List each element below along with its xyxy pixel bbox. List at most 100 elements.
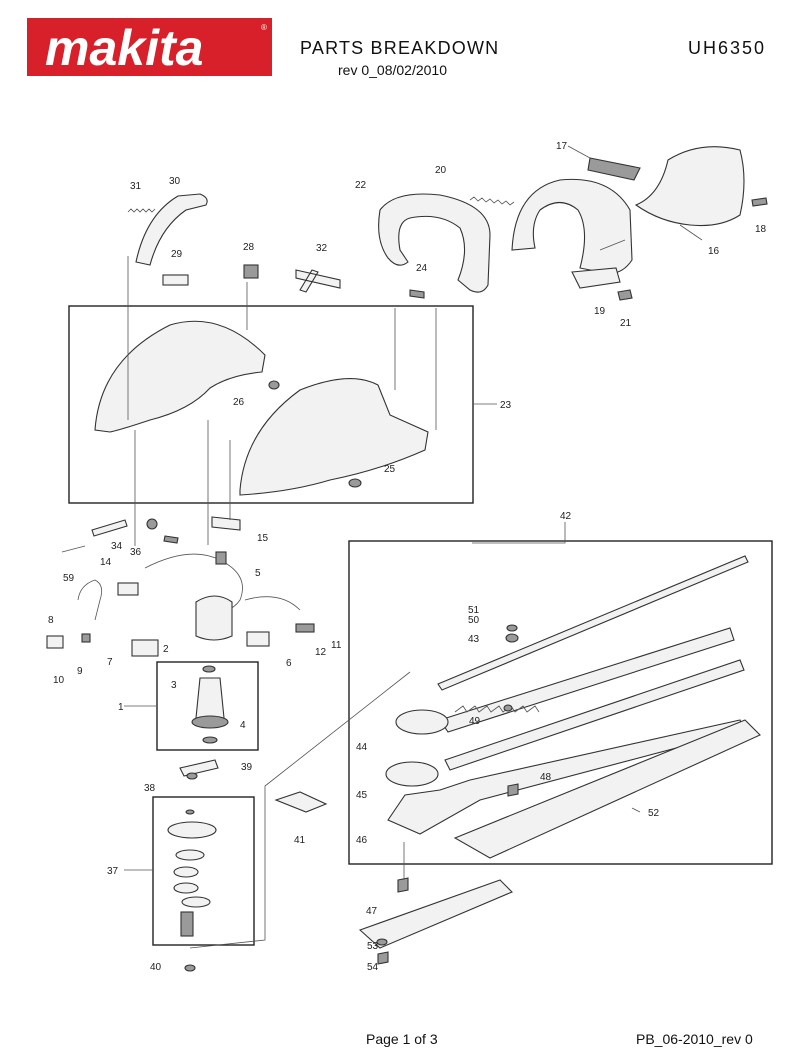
- page-title: PARTS BREAKDOWN: [300, 38, 500, 58]
- part-label-34: 34: [111, 541, 123, 552]
- part-label-43: 43: [468, 634, 480, 645]
- part-label-7: 7: [107, 657, 113, 668]
- part-label-23: 23: [500, 400, 512, 411]
- part-label-41: 41: [294, 835, 306, 846]
- washer-part-c: [173, 882, 199, 894]
- part-label-20: 20: [435, 165, 447, 176]
- part-label-9: 9: [77, 666, 83, 677]
- part-label-52: 52: [648, 808, 660, 819]
- leader-line: [631, 807, 641, 813]
- cord-part-8: [77, 579, 103, 621]
- handle-frame-part: [511, 178, 633, 275]
- registered-mark-icon: ®: [261, 23, 267, 32]
- part-label-4: 4: [240, 720, 246, 731]
- part-label-3: 3: [171, 680, 177, 691]
- part-label-44: 44: [356, 742, 368, 753]
- part-label-19: 19: [594, 306, 606, 317]
- part-label-46: 46: [356, 835, 368, 846]
- part-label-5: 5: [255, 568, 261, 579]
- terminal-part-10: [46, 635, 64, 649]
- part-label-25: 25: [384, 464, 396, 475]
- part-label-26: 26: [233, 397, 245, 408]
- nut-part-25: [348, 478, 362, 488]
- part-label-31: 31: [130, 181, 142, 192]
- screw-part-36: [163, 535, 179, 544]
- spring-part: [127, 208, 156, 213]
- part-label-45: 45: [356, 790, 368, 801]
- part-label-48: 48: [540, 772, 552, 783]
- field-part-2: [195, 595, 233, 641]
- blade-teeth-part: [454, 705, 540, 713]
- gear-ring-part: [185, 809, 195, 815]
- blade-case-part-52: [453, 719, 761, 859]
- leader-line: [472, 522, 566, 544]
- part-label-8: 8: [48, 615, 54, 626]
- screw-part-24: [409, 289, 425, 299]
- part-label-36: 36: [130, 547, 142, 558]
- switch-part-6: [246, 631, 270, 647]
- nut-part-26: [268, 380, 280, 390]
- nut-part-50: [505, 633, 519, 643]
- part-label-17: 17: [556, 141, 568, 152]
- arc-cover-part: [135, 193, 208, 266]
- page-number: Page 1 of 3: [366, 1031, 438, 1047]
- revision-text: rev 0_08/02/2010: [338, 62, 447, 78]
- connector-part-5: [215, 551, 227, 565]
- part-label-12: 12: [315, 647, 327, 658]
- part-label-30: 30: [169, 176, 181, 187]
- block-part: [243, 264, 259, 279]
- part-label-51: 51: [468, 605, 480, 616]
- spring-part-20: [469, 196, 515, 206]
- front-handle-part: [378, 193, 491, 293]
- part-label-37: 37: [107, 866, 119, 877]
- model-number: UH6350: [688, 38, 767, 58]
- part-label-38: 38: [144, 783, 156, 794]
- housing-left-part: [94, 320, 266, 433]
- gear-group-box: [152, 796, 255, 946]
- part-label-21: 21: [620, 318, 632, 329]
- pin-part-14: [91, 519, 128, 537]
- blade-group-box: [348, 540, 773, 865]
- gear-part: [167, 821, 217, 839]
- lead-wire-part-11: [244, 596, 301, 611]
- wrench-part: [295, 269, 341, 293]
- leader-line: [567, 145, 591, 159]
- logo-wordmark: makita: [45, 20, 203, 76]
- part-label-42: 42: [560, 511, 572, 522]
- cord-guard-part-9: [81, 633, 91, 643]
- part-label-22: 22: [355, 180, 367, 191]
- housing-group-box: [68, 305, 474, 504]
- blade-part-45: [444, 659, 745, 771]
- bracket-part-41: [274, 791, 328, 813]
- part-label-10: 10: [53, 675, 65, 686]
- leader-line: [189, 671, 411, 949]
- part-label-59: 59: [63, 573, 75, 584]
- leader-line: [599, 239, 626, 251]
- screw-part-48: [507, 783, 519, 797]
- part-label-53: 53: [367, 941, 379, 952]
- part-label-24: 24: [416, 263, 428, 274]
- part-label-16: 16: [708, 246, 720, 257]
- washer-part-53: [376, 938, 388, 946]
- part-label-39: 39: [241, 762, 253, 773]
- screw-part-18: [751, 197, 768, 207]
- armature-part: [195, 677, 225, 719]
- part-label-29: 29: [171, 249, 183, 260]
- blade-plate-part-46: [387, 719, 745, 835]
- housing-right-part: [239, 378, 429, 496]
- terminal-block-part: [131, 639, 159, 657]
- washer-part-a: [175, 849, 205, 861]
- armature-fan-part: [191, 715, 229, 729]
- pad-part-15: [211, 516, 241, 531]
- washer-part-39: [186, 772, 198, 780]
- blade-loop-part-45: [385, 761, 439, 787]
- part-label-14: 14: [100, 557, 112, 568]
- screw-part-47: [397, 877, 409, 893]
- crank-part-38: [179, 759, 219, 777]
- lead-part-12: [295, 623, 315, 633]
- part-label-6: 6: [286, 658, 292, 669]
- leader-line: [679, 224, 703, 241]
- nut-part-34: [146, 518, 158, 530]
- screw-part-54: [377, 951, 389, 965]
